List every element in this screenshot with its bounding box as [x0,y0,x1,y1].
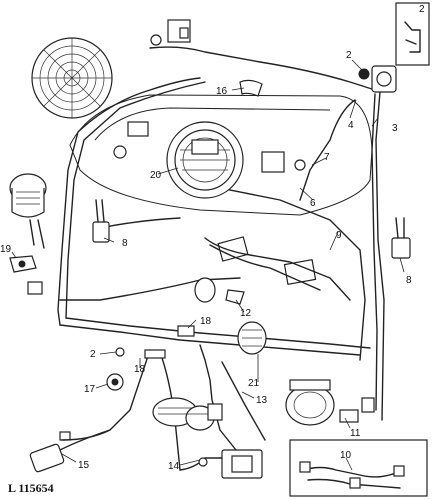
leader-lines [11,59,405,471]
callout-4: 4 [348,120,354,131]
callout-11: 11 [350,428,361,439]
callout-8-left: 8 [122,238,128,249]
callout-18-lower: 18 [134,364,146,375]
callout-17: 17 [84,384,96,395]
inset-harness-10 [289,439,428,497]
connector-18 [106,325,195,391]
connector-14 [179,449,263,479]
callout-20: 20 [150,170,162,181]
callout-3: 3 [392,123,398,134]
right-connector [391,217,411,259]
callout-15: 15 [78,460,90,471]
figure-reference-number: L 115654 [8,481,54,495]
plug-19 [9,255,43,295]
callout-2-left: 2 [90,349,96,360]
inset-detail-box [395,2,430,66]
callout-18-upper: 18 [200,316,212,327]
callout-8-right: 8 [406,275,412,286]
callout-12: 12 [240,308,252,319]
main-harness [57,46,385,421]
switch-cluster [237,321,375,426]
callout-2-top: 2 [346,50,352,61]
callout-19: 19 [0,244,12,255]
instrument-cluster [166,121,244,199]
callout-6: 6 [310,198,316,209]
relays [194,236,351,305]
callout-16: 16 [216,86,228,97]
callout-7: 7 [324,152,330,163]
callout-9: 9 [336,230,342,241]
device-15 [29,429,111,473]
dash-components [113,19,397,173]
callout-13: 13 [256,395,268,406]
callout-10: 10 [340,450,352,461]
left-gauge [9,173,110,249]
callout-21: 21 [248,378,260,389]
callout-14: 14 [168,461,180,472]
callout-labels: 2 2 4 3 16 7 6 20 8 9 8 19 12 18 2 18 17… [0,4,425,472]
callout-2-inset: 2 [419,4,425,15]
engine-components [152,397,223,431]
horn-grille [31,37,113,119]
